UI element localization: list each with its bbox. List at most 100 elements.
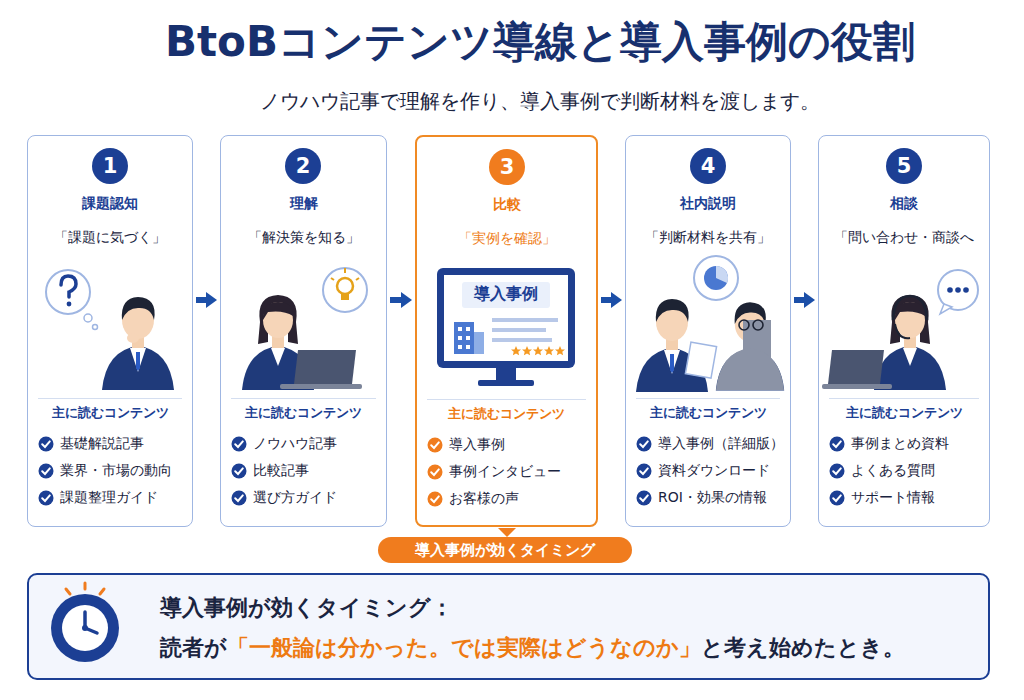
flow-arrow <box>390 292 412 308</box>
check-icon <box>829 463 845 479</box>
content-item: 導入事例 <box>427 431 592 458</box>
content-list: 導入事例事例インタビューお客様の声 <box>427 431 592 512</box>
content-text: お客様の声 <box>449 490 519 508</box>
step-number-text: 4 <box>701 154 716 178</box>
stage-heading: 社内説明 <box>626 194 790 213</box>
check-icon <box>427 437 443 453</box>
timing-heading: 導入事例が効くタイミング： <box>160 593 453 623</box>
timing-text: 「一般論は分かった。では実際はどうなのか」 <box>227 635 701 660</box>
timing-badge: 導入事例が効くタイミング <box>378 537 632 563</box>
timing-text: と考え始めたとき。 <box>701 635 905 660</box>
arrow-head <box>804 292 815 308</box>
content-item: 業界・市場の動向 <box>38 457 188 484</box>
content-text: 導入事例 <box>449 436 505 454</box>
content-item: 事例インタビュー <box>427 458 592 485</box>
content-item: お客様の声 <box>427 485 592 512</box>
badge-text: 導入事例が効くタイミング <box>415 541 595 560</box>
content-heading: 主に読むコンテンツ <box>819 404 989 422</box>
check-icon <box>829 490 845 506</box>
monitor-label: 導入事例 <box>462 284 550 305</box>
content-item: 課題整理ガイド <box>38 484 188 511</box>
check-icon <box>38 463 54 479</box>
content-text: ROI・効果の情報 <box>658 489 767 507</box>
timing-body: 読者が「一般論は分かった。では実際はどうなのか」と考え始めたとき。 <box>160 633 905 663</box>
content-text: ノウハウ記事 <box>253 435 337 453</box>
flow-arrow <box>794 292 815 308</box>
content-text: 導入事例（詳細版） <box>658 435 784 453</box>
content-text: サポート情報 <box>851 489 935 507</box>
content-item: 選び方ガイド <box>231 484 382 511</box>
content-text: 課題整理ガイド <box>60 489 158 507</box>
divider-line <box>427 399 586 400</box>
check-icon <box>829 436 845 452</box>
content-item: 事例まとめ資料 <box>829 430 985 457</box>
content-heading: 主に読むコンテンツ <box>626 404 790 422</box>
content-heading: 主に読むコンテンツ <box>28 404 192 422</box>
arrow-head <box>206 292 217 308</box>
check-icon <box>636 436 652 452</box>
stage-subtitle: 「問い合わせ・商談へ <box>819 228 989 247</box>
step-number: 3 <box>489 149 525 185</box>
content-item: 比較記事 <box>231 457 382 484</box>
flow-arrow <box>601 292 622 308</box>
stage-card: 社内説明「判断材料を共有」主に読むコンテンツ導入事例（詳細版） 資料ダウンロード R… <box>625 135 791 527</box>
divider-line <box>38 398 182 399</box>
content-text: 比較記事 <box>253 462 309 480</box>
stage-subtitle: 「課題に気づく」 <box>28 228 192 247</box>
check-icon <box>231 463 247 479</box>
flow-arrow <box>196 292 217 308</box>
check-icon <box>38 490 54 506</box>
stage-card: 相談「問い合わせ・商談へ主に読むコンテンツ事例まとめ資料よくある質問サポート情報… <box>818 135 990 527</box>
divider-line <box>829 398 979 399</box>
step-number-text: 3 <box>500 155 515 179</box>
content-heading: 主に読むコンテンツ <box>417 405 596 423</box>
content-item: ROI・効果の情報 <box>636 484 786 511</box>
stage-card: 課題認知「課題に気づく」主に読むコンテンツ基礎解説記事業界・市場の動向課題整理ガ… <box>27 135 193 527</box>
content-text: 基礎解説記事 <box>60 435 144 453</box>
check-icon <box>636 463 652 479</box>
stage-heading: 理解 <box>221 194 386 213</box>
stage-subtitle: 「解決策を知る」 <box>221 228 386 247</box>
content-item: ノウハウ記事 <box>231 430 382 457</box>
step-number: 4 <box>690 148 726 184</box>
divider-line <box>231 398 376 399</box>
content-item: 資料ダウンロード <box>636 457 786 484</box>
content-item: よくある質問 <box>829 457 985 484</box>
diagram-title: BtoBコンテンツ導線と導入事例の役割 <box>40 14 1024 70</box>
stage-card: 比較「実例を確認」主に読むコンテンツ導入事例事例インタビューお客様の声3 <box>415 135 598 527</box>
stage-subtitle: 「実例を確認」 <box>417 229 596 248</box>
content-text: 業界・市場の動向 <box>60 462 172 480</box>
check-icon <box>231 490 247 506</box>
content-item: 導入事例（詳細版） <box>636 430 786 457</box>
divider-line <box>636 398 780 399</box>
content-list: ノウハウ記事比較記事選び方ガイド <box>231 430 382 511</box>
check-icon <box>427 464 443 480</box>
stage-heading: 相談 <box>819 194 989 213</box>
subtitle: ノウハウ記事で理解を作り、導入事例で判断材料を渡します。 <box>40 88 1024 115</box>
arrow-head <box>611 292 622 308</box>
timing-box: 導入事例が効くタイミング： 読者が「一般論は分かった。では実際はどうなのか」と考え… <box>27 573 990 680</box>
step-number-text: 1 <box>103 154 118 178</box>
step-number: 1 <box>92 148 128 184</box>
step-number-text: 2 <box>296 154 311 178</box>
content-list: 基礎解説記事業界・市場の動向課題整理ガイド <box>38 430 188 511</box>
stage-heading: 比較 <box>417 195 596 214</box>
content-item: サポート情報 <box>829 484 985 511</box>
content-list: 事例まとめ資料よくある質問サポート情報 <box>829 430 985 511</box>
step-number: 2 <box>285 148 321 184</box>
content-text: よくある質問 <box>851 462 935 480</box>
check-icon <box>231 436 247 452</box>
content-text: 事例まとめ資料 <box>851 435 949 453</box>
check-icon <box>38 436 54 452</box>
timing-text: 読者が <box>160 635 227 660</box>
stage-subtitle: 「判断材料を共有」 <box>626 228 790 247</box>
content-list: 導入事例（詳細版） 資料ダウンロード ROI・効果の情報 <box>636 430 786 511</box>
check-icon <box>636 490 652 506</box>
content-text: 資料ダウンロード <box>658 462 770 480</box>
step-number-text: 5 <box>897 154 912 178</box>
step-number: 5 <box>886 148 922 184</box>
stage-card: 理解「解決策を知る」主に読むコンテンツノウハウ記事比較記事選び方ガイド2 <box>220 135 387 527</box>
check-icon <box>427 491 443 507</box>
stage-heading: 課題認知 <box>28 194 192 213</box>
